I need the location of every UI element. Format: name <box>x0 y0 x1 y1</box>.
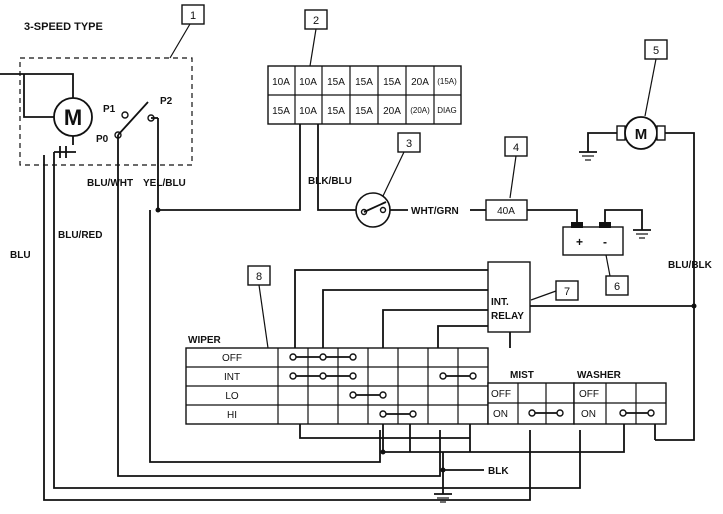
fuse-top-6: 20A <box>411 77 429 88</box>
wiper-row-lo: LO <box>225 391 239 402</box>
wiper-switch-title: WIPER <box>188 335 222 346</box>
battery: + - <box>562 222 624 256</box>
svg-text:P0: P0 <box>96 134 109 145</box>
callout-8: 8 <box>247 265 271 349</box>
washer-switch: WASHER OFF ON <box>573 370 667 425</box>
svg-text:P2: P2 <box>160 96 173 107</box>
wire-blk-blu <box>317 124 356 211</box>
svg-text:8: 8 <box>256 271 262 283</box>
callout-6: 6 <box>605 254 629 296</box>
svg-text:1: 1 <box>190 10 196 22</box>
main-fuse-40a: 40A <box>485 199 528 221</box>
washer-motor: M <box>587 116 695 441</box>
label-blu-red: BLU/RED <box>58 230 102 241</box>
svg-text:40A: 40A <box>497 206 515 217</box>
wiper-row-off: OFF <box>222 353 242 364</box>
fuse-top-5: 15A <box>383 77 401 88</box>
svg-text:RELAY: RELAY <box>491 311 524 322</box>
fuse-bottom-2: 10A <box>299 106 317 117</box>
label-wht-grn: WHT/GRN <box>411 206 459 217</box>
svg-text:M: M <box>64 105 82 130</box>
fuse-bottom-4: 15A <box>355 106 373 117</box>
fuse-bottom-6: (20A) <box>410 106 430 115</box>
svg-text:+: + <box>576 235 583 249</box>
svg-text:3: 3 <box>406 138 412 150</box>
callout-7: 7 <box>530 280 579 301</box>
mist-row-on: ON <box>493 409 508 420</box>
mist-switch-title: MIST <box>510 370 534 381</box>
washer-row-on: ON <box>581 409 596 420</box>
label-blk: BLK <box>488 466 509 477</box>
ignition-switch <box>355 192 391 228</box>
label-blu-blk: BLU/BLK <box>668 260 713 271</box>
fuse-top-4: 15A <box>355 77 373 88</box>
svg-text:5: 5 <box>653 45 659 57</box>
callout-1: 1 <box>169 4 205 59</box>
wiper-switch: WIPER OFF INT LO HI <box>185 335 489 425</box>
intermittent-relay: INT. RELAY <box>487 261 531 333</box>
mist-switch: MIST OFF ON <box>487 370 575 425</box>
fuse-bottom-7: DIAG <box>437 106 457 115</box>
mist-row-off: OFF <box>491 389 511 400</box>
svg-text:2: 2 <box>313 15 319 27</box>
diagram-title: 3-SPEED TYPE <box>24 21 103 33</box>
svg-text:6: 6 <box>614 281 620 293</box>
fuse-box: 10A 10A 15A 15A 15A 20A (15A) 15A 10A 15… <box>267 65 462 125</box>
fuse-top-7: (15A) <box>437 77 457 86</box>
washer-ground-icon <box>579 151 597 161</box>
label-yel-blu: YEL/BLU <box>143 178 186 189</box>
svg-text:P1: P1 <box>103 104 116 115</box>
label-blk-blu: BLK/BLU <box>308 176 352 187</box>
fuse-bottom-1: 15A <box>272 106 290 117</box>
fuse-top-3: 15A <box>327 77 345 88</box>
chassis-ground-icon <box>434 493 452 503</box>
wiper-row-int: INT <box>224 372 240 383</box>
relay-harness <box>294 269 697 348</box>
fuse-bottom-3: 15A <box>327 106 345 117</box>
callout-4: 4 <box>504 136 528 199</box>
wiper-motor-symbol: M <box>53 97 93 137</box>
label-blu: BLU <box>10 250 31 261</box>
svg-text:M: M <box>635 126 648 143</box>
callout-2: 2 <box>304 9 328 67</box>
motor-harness-wires <box>43 100 581 501</box>
washer-switch-title: WASHER <box>577 370 622 381</box>
washer-row-off: OFF <box>579 389 599 400</box>
svg-text:4: 4 <box>513 142 519 154</box>
label-blu-wht: BLU/WHT <box>87 178 133 189</box>
svg-text:-: - <box>603 235 607 249</box>
callout-3: 3 <box>382 132 421 197</box>
fuse-bottom-5: 20A <box>383 106 401 117</box>
callout-5: 5 <box>644 39 668 117</box>
fuse-top-1: 10A <box>272 77 290 88</box>
lower-harness <box>299 424 656 494</box>
fuse-top-2: 10A <box>299 77 317 88</box>
wiper-motor-assembly: M P1 P2 P0 <box>0 57 193 166</box>
svg-text:INT.: INT. <box>491 297 509 308</box>
battery-ground-icon <box>633 229 651 239</box>
svg-text:7: 7 <box>564 286 570 298</box>
wiper-row-hi: HI <box>227 410 237 421</box>
